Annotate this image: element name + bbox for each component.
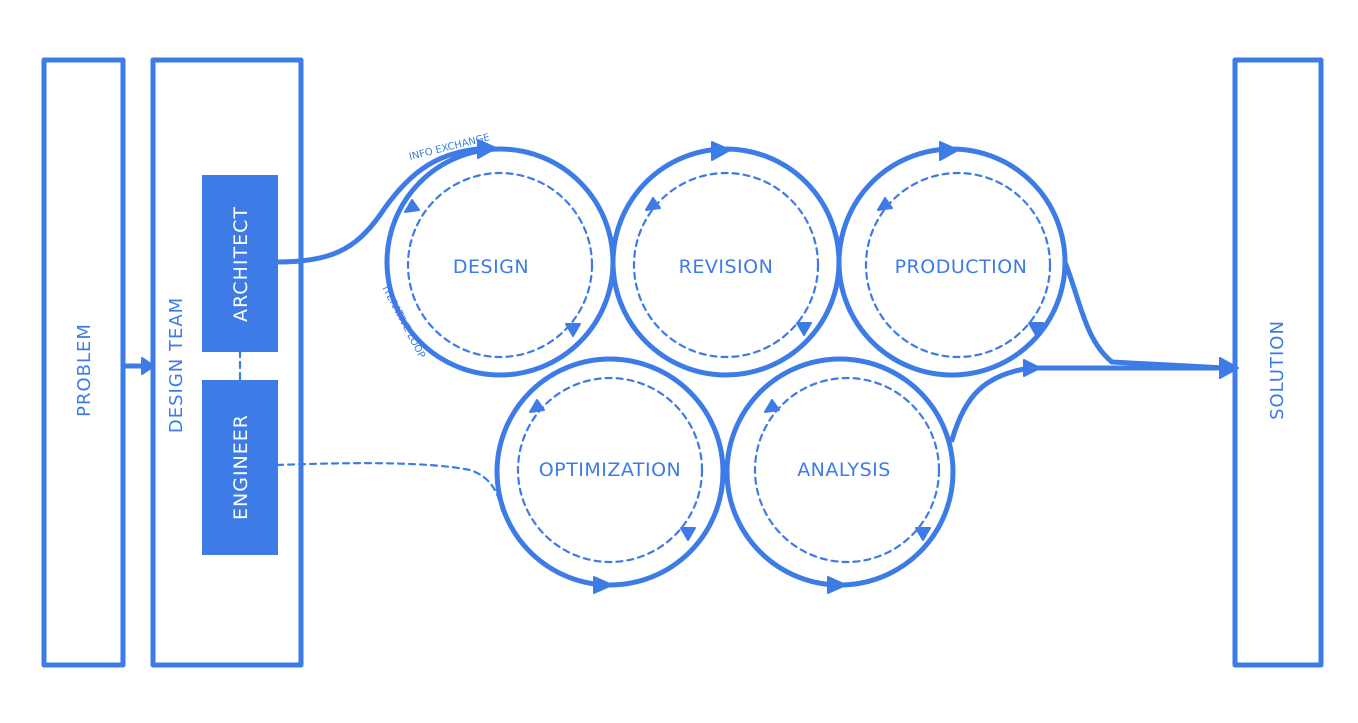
analysis-exit-line: [949, 365, 1228, 443]
engineer-flow-line: [275, 462, 505, 517]
architect-label: ARCHITECT: [230, 206, 252, 322]
engineer-label: ENGINEER: [230, 414, 252, 520]
solution-arrowhead: [1219, 357, 1239, 379]
stage-optimization: OPTIMIZATION: [539, 459, 682, 481]
solution-panel: SOLUTION: [1232, 57, 1324, 668]
problem-to-team-arrow: [120, 357, 155, 375]
iterative-loop-annotation: ITERATIVE LOOP: [379, 284, 426, 360]
production-exit-line: [1062, 259, 1228, 371]
stage-analysis: ANALYSIS: [797, 459, 891, 481]
stage-production: PRODUCTION: [895, 256, 1028, 278]
engineer-box: ENGINEER: [202, 380, 278, 555]
outer-loops: [384, 146, 1068, 588]
design-team-panel: DESIGN TEAM: [150, 57, 304, 668]
inner-loops: [406, 171, 1052, 564]
solution-label: SOLUTION: [1267, 320, 1288, 420]
analysis-arrowhead: [1023, 359, 1041, 377]
architect-flow-line: [274, 145, 493, 265]
flow-arrowheads: [477, 139, 959, 594]
stage-revision: REVISION: [679, 256, 774, 278]
architect-box: ARCHITECT: [202, 175, 278, 352]
stage-design: DESIGN: [453, 256, 529, 278]
problem-label: PROBLEM: [74, 323, 95, 417]
design-team-label: DESIGN TEAM: [166, 297, 187, 433]
problem-panel: PROBLEM: [41, 57, 126, 668]
inner-arrowheads: [404, 197, 1044, 541]
